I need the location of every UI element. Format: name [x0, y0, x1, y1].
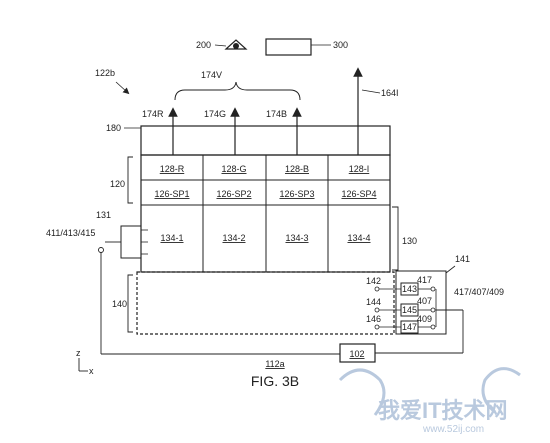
label-300: 300: [333, 40, 348, 50]
cell-126-SP2: 126-SP2: [216, 189, 251, 199]
label-112a: 112a: [265, 359, 284, 369]
watermark-url: www.52ij.com: [422, 424, 484, 435]
cell-128-R: 128-R: [160, 164, 185, 174]
label-174V: 174V: [201, 70, 222, 80]
cell-134-2: 134-2: [222, 233, 245, 243]
label-140: 140: [112, 299, 127, 309]
label-407: 407: [417, 296, 432, 306]
circuit-row-143: 143: [374, 282, 436, 296]
layer-180: [140, 125, 391, 156]
label-174B: 174B: [266, 109, 287, 119]
axis-indicator: z x: [76, 348, 94, 376]
label-409: 409: [417, 314, 432, 324]
cell-128-B: 128-B: [285, 164, 309, 174]
label-411-413-415: 411/413/415: [46, 228, 95, 238]
cell-134-1: 134-1: [160, 233, 183, 243]
label-146: 146: [366, 314, 381, 324]
label-141: 141: [455, 254, 470, 264]
circuit-block-141: [395, 270, 447, 335]
connector-131: [120, 225, 142, 259]
cell-126-SP1: 126-SP1: [154, 189, 189, 199]
label-180: 180: [106, 123, 121, 133]
label-200: 200: [196, 40, 211, 50]
eye-icon: [224, 39, 248, 50]
watermark: 我爱IT技术网 www.52ij.com: [338, 367, 521, 435]
cell-128-G: 128-G: [221, 164, 246, 174]
cell-126-SP3: 126-SP3: [279, 189, 314, 199]
circuit-row-147: 147: [374, 320, 436, 334]
box-145: 145: [402, 305, 417, 315]
label-120: 120: [110, 179, 125, 189]
circuit-row-145: 145: [374, 303, 436, 317]
label-417: 417: [417, 275, 432, 285]
cell-134-4: 134-4: [347, 233, 370, 243]
label-174G: 174G: [204, 109, 226, 119]
watermark-text: 我爱IT技术网: [378, 398, 508, 423]
device-300-box: [265, 38, 312, 56]
label-174R: 174R: [142, 109, 164, 119]
label-102: 102: [349, 349, 364, 359]
box-143: 143: [402, 284, 417, 294]
axis-z-label: z: [76, 348, 81, 358]
label-144: 144: [366, 297, 381, 307]
label-417-407-409: 417/407/409: [454, 287, 504, 297]
figure-caption: FIG. 3B: [251, 373, 299, 389]
brace-174V: [174, 81, 301, 101]
label-164I: 164I: [381, 88, 399, 98]
label-122b: 122b: [95, 68, 115, 78]
cell-126-SP4: 126-SP4: [341, 189, 376, 199]
label-131: 131: [96, 210, 111, 220]
label-130: 130: [402, 236, 417, 246]
substrate-140: [136, 271, 395, 335]
label-142: 142: [366, 276, 381, 286]
cell-128-I: 128-I: [349, 164, 370, 174]
cell-134-3: 134-3: [285, 233, 308, 243]
box-147: 147: [402, 322, 417, 332]
axis-x-label: x: [89, 366, 94, 376]
